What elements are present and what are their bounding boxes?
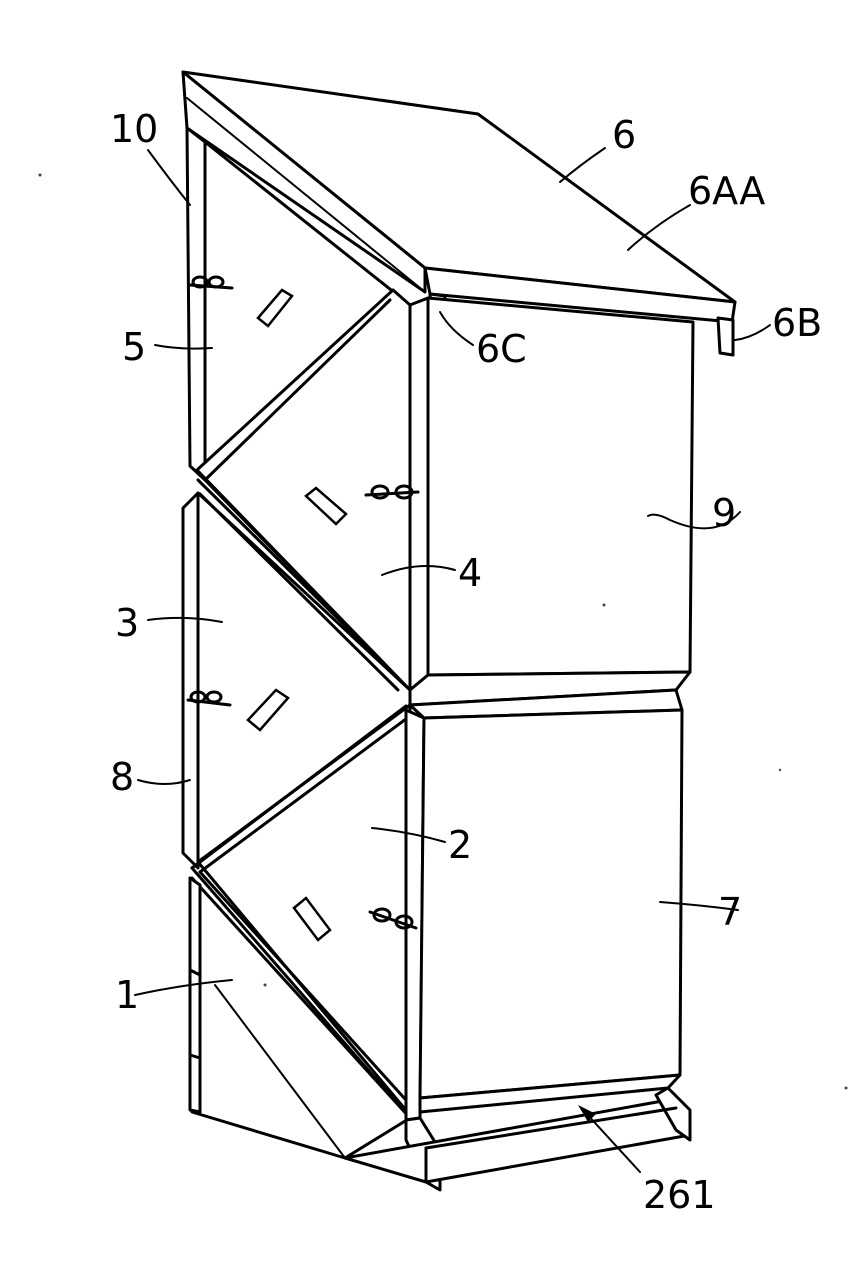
latch-box-2 — [368, 907, 418, 930]
label-261: 261 — [643, 1173, 716, 1217]
label-6c: 6C — [476, 327, 527, 371]
label-7: 7 — [718, 890, 742, 934]
handle-box-3 — [246, 688, 290, 732]
roof-cleat-6b — [716, 316, 735, 357]
labels: 10 6 6AA 6B 6C 5 9 4 3 8 2 7 1 261 — [110, 107, 822, 1217]
lower-left-side — [188, 876, 202, 1114]
latch-box-4 — [364, 484, 420, 500]
right-body — [408, 296, 695, 1114]
label-6aa: 6AA — [688, 169, 765, 213]
roof-6 — [181, 70, 737, 357]
label-5: 5 — [122, 325, 146, 369]
label-6b: 6B — [772, 301, 822, 345]
label-4: 4 — [458, 551, 482, 595]
left-side-panels — [181, 126, 417, 1160]
base-261 — [343, 1086, 692, 1192]
latches — [186, 275, 420, 930]
leader-lines — [134, 147, 771, 1173]
handle-box-5 — [256, 288, 294, 328]
handles — [246, 288, 348, 942]
label-2: 2 — [448, 823, 472, 867]
label-8: 8 — [110, 755, 134, 799]
label-3: 3 — [115, 601, 139, 645]
handle-box-2 — [292, 896, 332, 942]
middle-belt — [408, 670, 692, 707]
label-9: 9 — [712, 491, 736, 535]
box-9-face — [426, 296, 695, 677]
latch-box-3 — [186, 690, 232, 707]
label-10: 10 — [110, 107, 158, 151]
scan-speckles — [38, 173, 848, 1090]
label-1: 1 — [115, 973, 139, 1017]
box-7-face — [418, 708, 684, 1100]
handle-box-4 — [304, 486, 348, 526]
base-rail-right — [654, 1086, 692, 1142]
upper-left-side — [185, 126, 207, 482]
middle-left-side — [181, 491, 200, 870]
label-6: 6 — [612, 113, 636, 157]
latch-box-5 — [188, 275, 234, 290]
